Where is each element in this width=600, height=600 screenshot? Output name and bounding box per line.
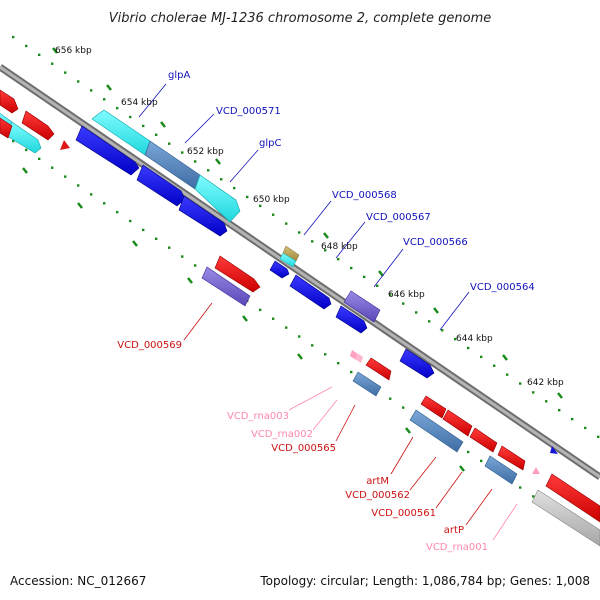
feature-artM[interactable] bbox=[420, 395, 473, 437]
scale-tick-label: 642 kbp bbox=[527, 378, 564, 388]
feature-VCD-rna[interactable] bbox=[350, 350, 363, 363]
feature-label[interactable]: VCD_000564 bbox=[470, 282, 535, 293]
feature-VCD-000565[interactable] bbox=[352, 357, 392, 397]
feature-label[interactable]: artP bbox=[444, 525, 464, 536]
forward-features bbox=[0, 109, 558, 454]
tick-mark bbox=[405, 427, 411, 434]
feature-VCD-000561[interactable] bbox=[469, 427, 518, 485]
feature-label[interactable]: VCD_rna001 bbox=[426, 542, 488, 553]
tick-marks bbox=[22, 47, 563, 472]
feature-label[interactable]: VCD_000565 bbox=[271, 443, 336, 454]
scale-tick-label: 646 kbp bbox=[388, 290, 425, 300]
tick-mark bbox=[323, 232, 329, 239]
feature-label[interactable]: glpC bbox=[259, 138, 281, 149]
feature-VCD-000569[interactable] bbox=[201, 255, 261, 307]
feature-small-blue-marker[interactable] bbox=[550, 446, 558, 454]
reverse-features bbox=[0, 89, 600, 547]
feature-VCD-000564[interactable] bbox=[399, 348, 435, 379]
gc-skew-dots bbox=[0, 35, 600, 543]
feature-label[interactable]: VCD_000568 bbox=[332, 190, 397, 201]
tick-mark bbox=[106, 84, 112, 91]
feature-label[interactable]: VCD_000562 bbox=[345, 490, 410, 501]
tick-mark bbox=[132, 240, 138, 247]
tick-mark bbox=[52, 47, 58, 54]
feature-label[interactable]: VCD_000566 bbox=[403, 237, 468, 248]
feature-left-edge-red[interactable] bbox=[0, 89, 70, 150]
tick-mark bbox=[77, 202, 83, 209]
tick-mark bbox=[502, 354, 508, 361]
tick-mark bbox=[160, 121, 166, 128]
feature-right-edge[interactable] bbox=[531, 473, 600, 547]
feature-glpC[interactable] bbox=[75, 125, 228, 237]
feature-label[interactable]: glpA bbox=[168, 70, 190, 81]
tick-mark bbox=[459, 465, 465, 472]
feature-VCD-000567[interactable] bbox=[289, 274, 368, 334]
scale-tick-label: 648 kbp bbox=[321, 242, 358, 252]
feature-label[interactable]: VCD_000567 bbox=[366, 212, 431, 223]
tick-mark bbox=[242, 315, 248, 322]
feature-label[interactable]: VCD_rna002 bbox=[251, 429, 313, 440]
feature-label[interactable]: VCD_000561 bbox=[371, 508, 436, 519]
feature-VCD-000568[interactable] bbox=[269, 245, 300, 279]
scale-tick-label: 644 kbp bbox=[456, 334, 493, 344]
tick-mark bbox=[22, 167, 28, 174]
forward-feature-labels: glpA VCD_000571 glpC VCD_000568VCD_000567VC… bbox=[168, 70, 535, 293]
tick-labels: 656 kbp 654 kbp 652 kbp 650 kbp 648 kbp 646 k… bbox=[55, 46, 564, 388]
tick-mark bbox=[557, 392, 563, 399]
tick-mark bbox=[297, 353, 303, 360]
map-title: Vibrio cholerae MJ-1236 chromosome 2, co… bbox=[109, 11, 491, 26]
feature-VCD-000566[interactable] bbox=[343, 290, 381, 323]
backbone bbox=[0, 64, 600, 480]
feature-label[interactable]: artM bbox=[366, 476, 389, 487]
scale-tick-label: 656 kbp bbox=[55, 46, 92, 56]
feature-label[interactable]: VCD_000569 bbox=[117, 340, 182, 351]
tick-mark bbox=[187, 277, 193, 284]
scale-tick-label: 650 kbp bbox=[253, 195, 290, 205]
feature-label[interactable]: VCD_000571 bbox=[216, 106, 281, 117]
tick-mark bbox=[215, 158, 221, 165]
feature-label[interactable]: VCD_rna003 bbox=[227, 411, 289, 422]
scale-tick-label: 652 kbp bbox=[187, 147, 224, 157]
tick-mark bbox=[433, 307, 439, 314]
feature-connectors bbox=[138, 83, 518, 541]
feature-VCD-000562[interactable] bbox=[409, 409, 464, 453]
tick-mark bbox=[378, 270, 384, 277]
scale-tick-label: 654 kbp bbox=[121, 98, 158, 108]
feature-glpA[interactable] bbox=[91, 109, 241, 223]
genome-stats-text: Topology: circular; Length: 1,086,784 bp… bbox=[259, 574, 590, 588]
accession-text: Accession: NC_012667 bbox=[10, 574, 146, 588]
reverse-feature-labels: VCD_000569VCD_rna003VCD_rna002VCD_000565… bbox=[117, 340, 488, 553]
feature-artP[interactable] bbox=[497, 445, 540, 474]
